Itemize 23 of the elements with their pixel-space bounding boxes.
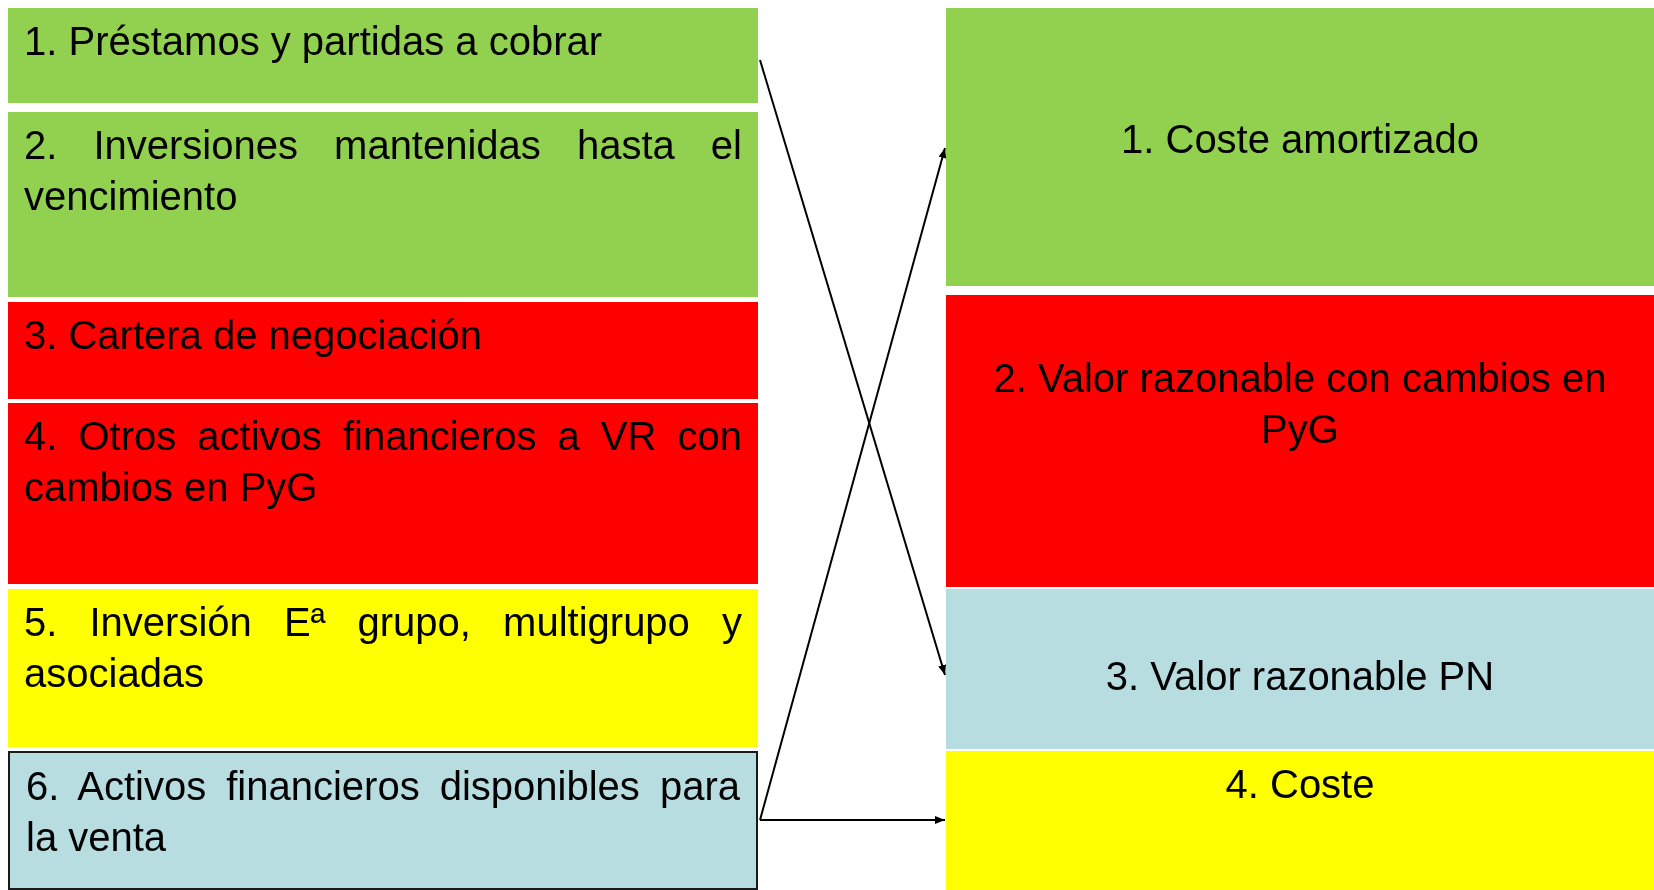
box-label: 1. Préstamos y partidas a cobrar — [24, 19, 603, 63]
category-box — [8, 302, 758, 399]
box-label: 1. Coste amortizado — [1121, 117, 1479, 161]
arrow — [759, 59, 946, 676]
category-box — [8, 112, 758, 297]
box-label: 3. Cartera de negociación — [24, 313, 483, 357]
category-box — [946, 8, 1654, 286]
arrow — [759, 147, 947, 821]
box-label: 6. Activos financieros disponibles para la venta — [26, 764, 740, 859]
category-box — [946, 589, 1654, 749]
box-label: 2. Inversiones mantenidas hasta el vencimiento — [24, 123, 742, 218]
box-label: 4. Otros activos financieros a VR con cambios en PyG — [24, 414, 742, 509]
box-label: 3. Valor razonable PN — [1105, 654, 1495, 698]
category-box — [946, 295, 1654, 587]
box-label: 5. Inversión Eª grupo, multigrupo y asociadas — [24, 600, 742, 695]
category-box — [8, 589, 758, 747]
box-label: 2. Valor razonable con cambios en PyG — [993, 356, 1607, 451]
category-box — [8, 8, 758, 103]
category-box — [946, 751, 1654, 890]
category-box — [8, 403, 758, 584]
arrow — [759, 816, 946, 824]
category-box — [8, 751, 758, 890]
box-label: 4. Coste — [1225, 762, 1375, 806]
